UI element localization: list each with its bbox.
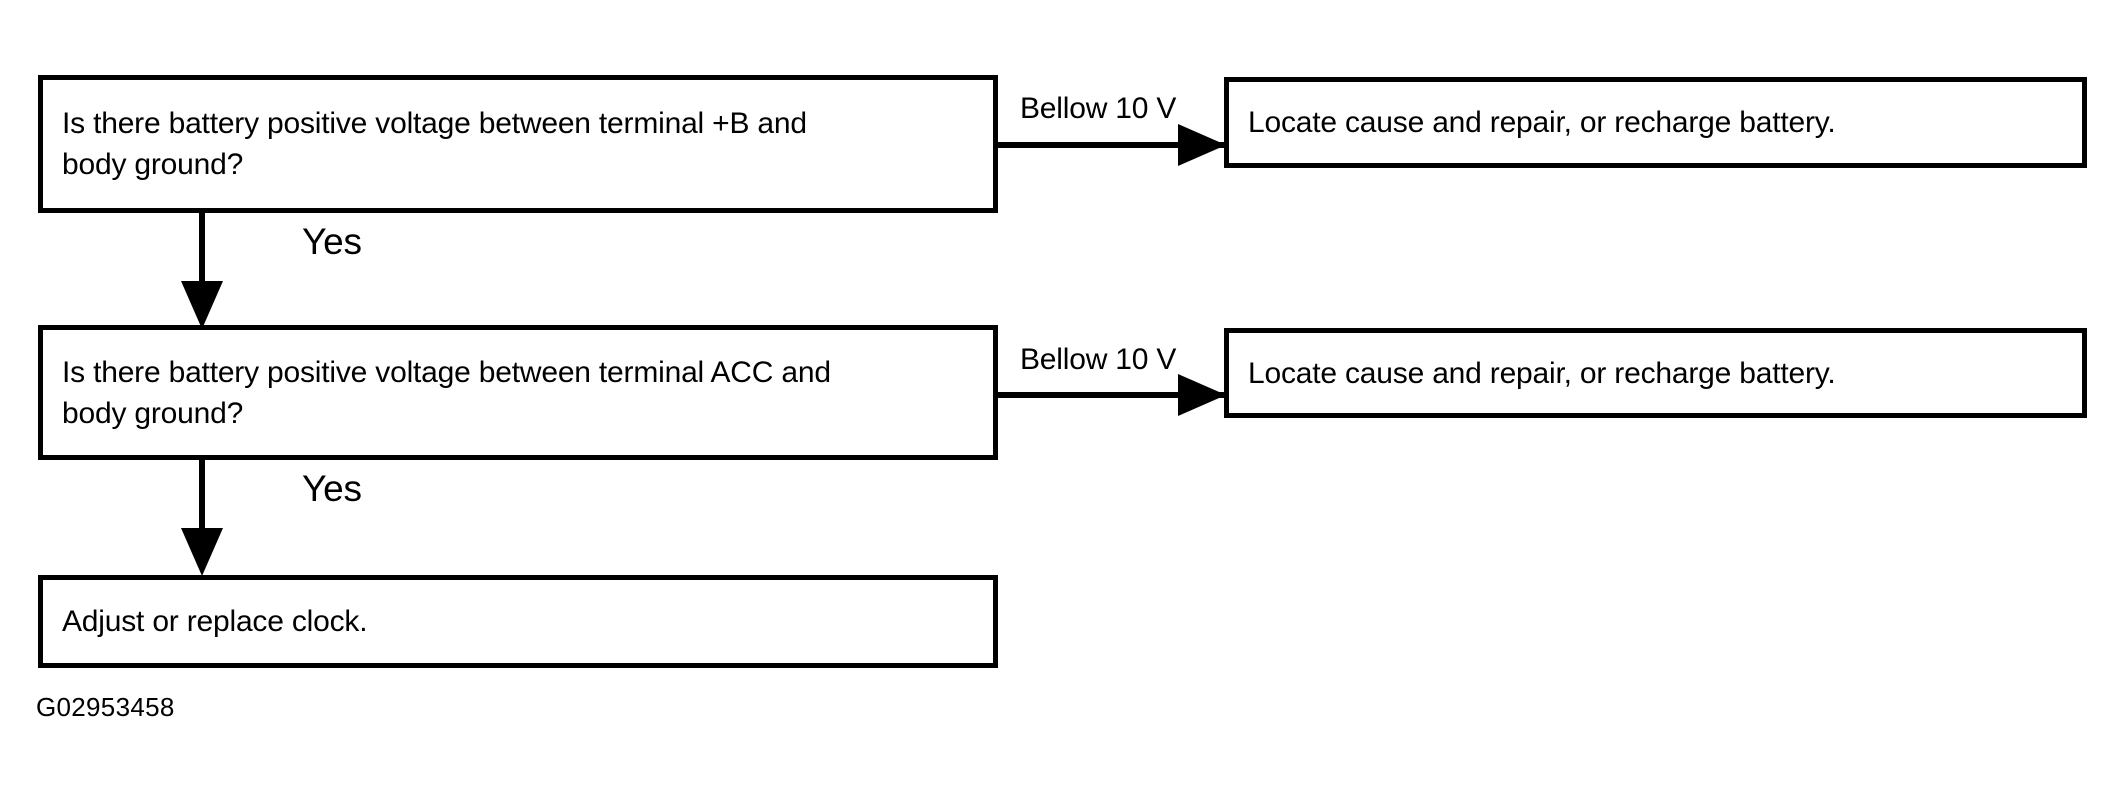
edge-label-below-10v-1: Bellow 10 V [1020,92,1177,125]
arrowhead-right-icon [1178,124,1226,166]
flowchart-node-question-2: Is there battery positive voltage betwee… [38,325,998,460]
flowchart-node-result-2: Locate cause and repair, or recharge bat… [1224,328,2087,418]
flowchart-node-question-1: Is there battery positive voltage betwee… [38,75,998,213]
question-1-text: Is there battery positive voltage betwee… [62,107,807,181]
edge-label-below-10v-2: Bellow 10 V [1020,343,1177,376]
end-node-text: Adjust or replace clock. [62,605,368,638]
result-2-text: Locate cause and repair, or recharge bat… [1248,356,1836,390]
edge-question-2-to-result-2 [998,392,1230,398]
edge-question-1-to-question-2 [199,213,205,313]
result-1-text: Locate cause and repair, or recharge bat… [1248,106,1836,139]
edge-label-yes-2: Yes [302,468,362,509]
edge-question-1-to-result-1 [998,142,1230,148]
flowchart-node-end: Adjust or replace clock. [38,575,998,668]
edge-question-2-to-end [199,460,205,560]
figure-id-code: G02953458 [36,692,175,722]
arrowhead-down-icon [181,281,223,329]
arrowhead-down-icon [181,528,223,576]
edge-label-yes-1: Yes [302,221,362,262]
question-2-text: Is there battery positive voltage betwee… [62,355,831,430]
arrowhead-right-icon [1178,374,1226,416]
flowchart-node-result-1: Locate cause and repair, or recharge bat… [1224,77,2087,168]
